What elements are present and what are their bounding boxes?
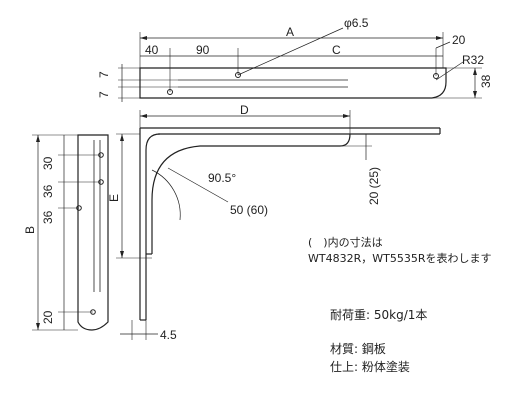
dim-90: 90 xyxy=(196,43,210,57)
dim-C: C xyxy=(332,43,341,57)
top-view xyxy=(118,27,482,102)
end-view xyxy=(32,133,158,340)
spec-load: 耐荷重: 50kg/1本 xyxy=(330,308,428,322)
dim-20-top: 20 xyxy=(452,33,466,47)
dim-B: B xyxy=(23,226,37,234)
spec-finish: 仕上: 粉体塗装 xyxy=(330,360,410,374)
dim-R32: R32 xyxy=(462,53,484,67)
dim-radius-50: 50 (60) xyxy=(230,203,268,217)
dim-D: D xyxy=(240,103,249,117)
note-line-1: ( )内の寸法は xyxy=(308,236,383,249)
dim-38: 38 xyxy=(479,74,493,88)
dim-20-bottom: 20 xyxy=(41,310,55,324)
dim-4-5: 4.5 xyxy=(160,328,177,342)
dim-30: 30 xyxy=(41,156,55,170)
dim-E: E xyxy=(107,194,121,202)
note-line-2: WT4832R，WT5535Rを表わします xyxy=(308,252,492,265)
dim-A: A xyxy=(286,25,294,39)
dim-36-upper: 36 xyxy=(41,184,55,198)
dim-36-lower: 36 xyxy=(41,210,55,224)
spec-material: 材質: 鋼板 xyxy=(330,342,386,356)
dim-angle: 90.5° xyxy=(208,171,236,185)
dim-hole-diameter: φ6.5 xyxy=(344,16,369,30)
dim-20-25: 20 (25) xyxy=(367,167,381,205)
dim-40: 40 xyxy=(145,43,159,57)
side-view xyxy=(139,127,441,321)
dim-7-lower: 7 xyxy=(97,91,111,98)
dim-7-upper: 7 xyxy=(97,71,111,78)
